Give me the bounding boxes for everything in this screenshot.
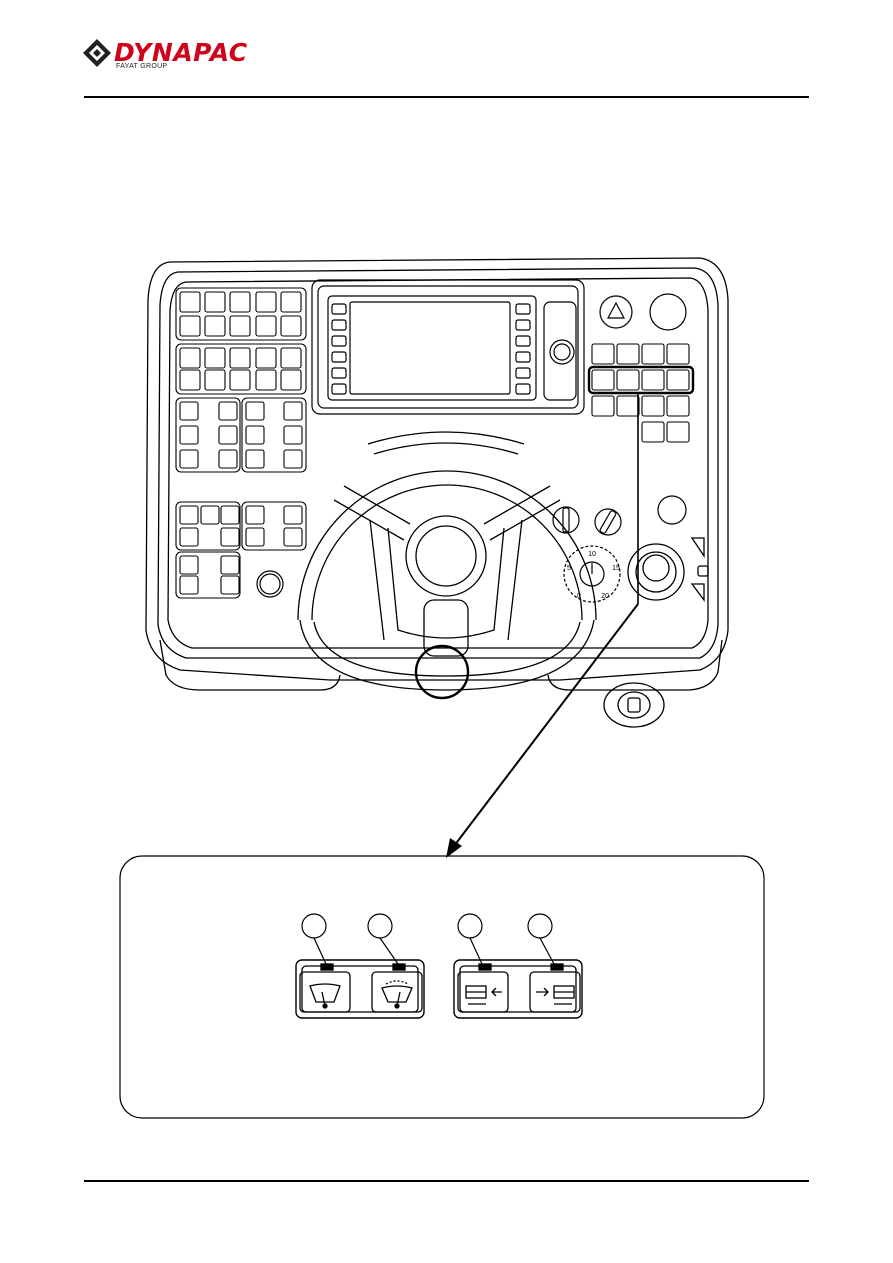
wiper-front-icon	[310, 984, 340, 1002]
left-button-cluster-top	[176, 288, 306, 340]
left-button-cluster-middle	[176, 344, 306, 394]
callout-circle-4	[528, 914, 552, 938]
footer-rule	[84, 1180, 809, 1182]
panel-housing	[146, 258, 728, 680]
callout-circle-3	[458, 914, 482, 938]
light-switch	[595, 509, 621, 535]
wiper-rear-icon	[382, 986, 412, 1002]
hazard-button	[600, 296, 632, 328]
speed-dial-tick-15: 15	[612, 565, 620, 572]
left-button-cluster-vibration	[176, 398, 306, 472]
detail-box	[120, 856, 764, 1118]
speed-dial-tick-10: 10	[588, 551, 596, 558]
highlight-frame	[589, 367, 693, 393]
drive-joystick	[628, 538, 708, 600]
callout-circle-1	[302, 914, 326, 938]
auxiliary-button	[658, 496, 686, 524]
leader-arrow-head	[446, 838, 462, 858]
left-button-cluster-lower	[176, 502, 306, 598]
speed-dial-tick-20: 20	[601, 593, 609, 600]
callout-circle-2	[368, 914, 392, 938]
display-unit	[312, 280, 584, 414]
horn-button	[257, 571, 283, 597]
emergency-stop-button	[650, 294, 686, 330]
